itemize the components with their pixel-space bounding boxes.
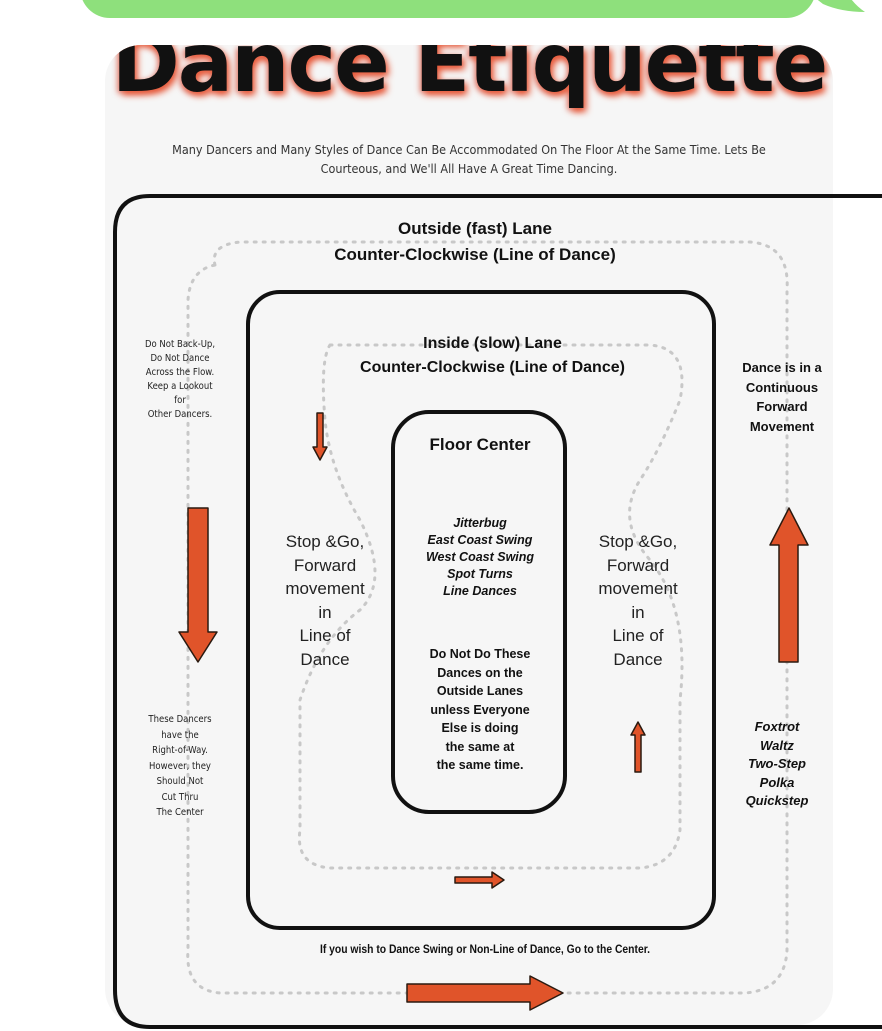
dance-item: Jitterbug: [453, 516, 507, 530]
dance-item: Waltz: [760, 737, 794, 753]
note-line: However, they: [149, 760, 211, 772]
stop-go-right: Stop &Go, Forward movement in Line of Da…: [575, 530, 701, 671]
dance-item: Spot Turns: [447, 567, 513, 581]
note-line: the same time.: [436, 758, 524, 772]
outside-lane-label: Outside (fast) Lane Counter-Clockwise (L…: [300, 216, 650, 268]
note-line: unless Everyone: [430, 702, 530, 717]
right-dances: Foxtrot Waltz Two-Step Polka Quickstep: [722, 718, 832, 811]
dance-item: Quickstep: [745, 793, 809, 808]
arrow-right-bottom: [406, 975, 564, 1011]
stop-go-line: movement: [598, 579, 678, 598]
stop-go-line: Stop &Go,: [285, 532, 365, 551]
note-line: the same at: [445, 739, 515, 754]
note-line: have the: [161, 729, 199, 741]
stop-go-line: Dance: [613, 649, 663, 669]
note-line: Outside Lanes: [436, 684, 524, 698]
note-line: Dance is in a: [742, 360, 822, 375]
note-line: Continuous: [745, 379, 819, 395]
note-line: The Center: [156, 807, 204, 818]
note-line: Do Not Back-Up,: [144, 339, 216, 350]
outside-lane-title: Outside (fast) Lane: [398, 219, 552, 238]
stop-go-line: Forward: [606, 555, 670, 575]
outside-lane-direction: Counter-Clockwise (Line of Dance): [334, 245, 616, 264]
note-line: These Dancers: [148, 714, 212, 725]
chat-bubble: [80, 0, 816, 18]
note-line: Do Not Dance: [150, 353, 210, 364]
outer-dotted-path: [186, 240, 789, 995]
inner-dotted-path: [297, 343, 684, 870]
inside-lane-border: [246, 290, 716, 930]
note-line: Across the Flow.: [145, 367, 215, 378]
arrow-up-large: [769, 507, 809, 663]
right-note-top: Dance is in a Continuous Forward Movemen…: [720, 358, 844, 436]
arrow-right-small: [454, 871, 505, 889]
dance-item: West Coast Swing: [425, 550, 535, 564]
stop-go-left: Stop &Go, Forward movement in Line of Da…: [262, 530, 388, 671]
dance-item: Foxtrot: [754, 719, 800, 734]
note-line: Keep a Lookout: [147, 381, 213, 392]
note-line: Else is doing: [441, 721, 519, 735]
note-line: Movement: [749, 418, 815, 434]
bottom-note: If you wish to Dance Swing or Non-Line o…: [319, 944, 651, 956]
stop-go-line: Forward: [293, 555, 357, 575]
poster-image: Dance Etiquette Many Dancers and Many St…: [105, 45, 833, 1025]
dance-item: Two-Step: [747, 756, 806, 771]
outside-lane-border: [113, 194, 882, 1029]
stop-go-line: Dance: [300, 649, 350, 669]
stop-go-line: in: [631, 602, 645, 622]
dance-item: East Coast Swing: [427, 533, 533, 547]
floor-center-note: Do Not Do These Dances on the Outside La…: [396, 645, 564, 775]
note-line: Other Dancers.: [147, 409, 213, 420]
stop-go-line: Line of: [612, 626, 664, 645]
note-line: Should Not: [156, 776, 204, 787]
note-line: Dances on the: [437, 665, 523, 680]
arrow-down-large: [178, 507, 218, 663]
poster-title: Dance Etiquette: [111, 45, 829, 111]
arrow-up-small: [630, 721, 646, 773]
stop-go-line: movement: [285, 579, 365, 598]
stop-go-line: Line of: [299, 626, 351, 645]
inside-lane-direction: Counter-Clockwise (Line of Dance): [360, 359, 625, 376]
dance-item: Line Dances: [443, 584, 517, 598]
inside-lane-label: Inside (slow) Lane Counter-Clockwise (Li…: [305, 332, 680, 380]
note-line: Do Not Do These: [429, 647, 531, 661]
note-line: for: [174, 395, 186, 406]
poster-subtitle: Many Dancers and Many Styles of Dance Ca…: [172, 142, 766, 176]
dance-item: Polka: [759, 774, 795, 790]
inside-lane-title: Inside (slow) Lane: [423, 335, 562, 352]
stop-go-line: in: [318, 602, 332, 622]
floor-center-border: [391, 410, 567, 814]
note-line: Cut Thru: [161, 791, 199, 803]
note-line: Right-of-Way.: [152, 745, 208, 756]
floor-center-title: Floor Center: [429, 435, 531, 454]
arrow-down-small: [312, 412, 328, 461]
stop-go-line: Stop &Go,: [598, 532, 678, 551]
note-line: Forward: [756, 399, 808, 414]
floor-center-dances: Jitterbug East Coast Swing West Coast Sw…: [396, 515, 564, 600]
left-note-bottom: These Dancers have the Right-of-Way. How…: [133, 712, 227, 821]
left-note-top: Do Not Back-Up, Do Not Dance Across the …: [133, 338, 227, 422]
chat-bubble-tail: [817, 0, 865, 12]
